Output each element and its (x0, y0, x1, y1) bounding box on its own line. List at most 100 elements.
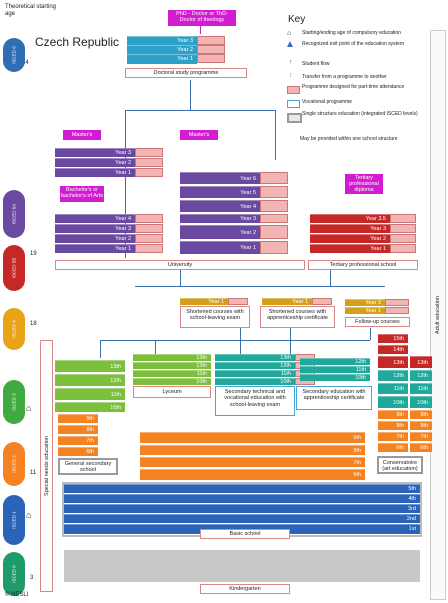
long-year-4: Year 4 (180, 200, 260, 212)
cons-right-8: 8th (410, 421, 432, 430)
doctoral-label: Doctoral study programme (125, 68, 247, 78)
cons-right-11: 11th (410, 383, 432, 394)
cons-grade-10: 10th (378, 396, 408, 408)
followup-year-1: Year 1 (345, 307, 385, 314)
masters-tab-left: Master's (63, 130, 101, 140)
long-year-2: Year 2 (180, 225, 260, 239)
apprenticeship-label: Secondary education with apprenticeship … (296, 386, 372, 410)
tertiary-year-3: Year 3 (310, 224, 390, 233)
cons-right-13: 13th (410, 356, 432, 368)
general-grade-13: 13th (55, 360, 125, 372)
key-item-school-structure: May be provided within one school struct… (300, 136, 398, 142)
adult-education-label: Adult education (435, 296, 441, 334)
main-grade-7: 7th (140, 457, 365, 467)
key-item-transfer: Transfer from a programme to another (302, 74, 387, 80)
cons-right-10: 10th (410, 396, 432, 408)
part-time-swatch (287, 86, 300, 94)
cons-grade-6: 6th (378, 443, 408, 452)
bachelor-year-4: Year 4 (55, 214, 135, 223)
tech-grade-11: 11th (215, 370, 295, 377)
tertiary-year-2: Year 2 (310, 234, 390, 243)
masters-year-2: Year 2 (55, 158, 135, 167)
doctoral-year-1: Year 1 (127, 54, 197, 63)
country-title: Czech Republic (35, 35, 120, 49)
cons-grade-11: 11th (378, 383, 408, 394)
primary-grade-3: 3rd (64, 504, 420, 513)
shortened-1-year-1: Year 1 (180, 298, 228, 305)
cons-grade-9: 9th (378, 410, 408, 419)
shortened-2-year-1: Year 1 (262, 298, 312, 305)
general-grade-11: 11th (55, 388, 125, 400)
long-year-6: Year 6 (180, 172, 260, 184)
doctoral-degree-tab: PhD - Doctor or ThD-Doctor of theology (168, 10, 236, 26)
long-year-5: Year 5 (180, 186, 260, 198)
age-18: 18 (30, 321, 37, 327)
isced-5a-badge: ISCED 5A (3, 190, 25, 238)
tertiary-year-3-5: Year 3.5 (310, 214, 390, 223)
vocational-swatch (287, 100, 300, 108)
cons-grade-7: 7th (378, 432, 408, 441)
tech-grade-10: 10th (215, 378, 295, 385)
age-24: 24 (22, 60, 29, 66)
single-structure-swatch (287, 113, 302, 123)
general-grade-12: 12th (55, 374, 125, 386)
key-item-single: Single structure education (integrated I… (302, 111, 418, 117)
isced-6-badge: ISCED 6 (3, 38, 25, 72)
cons-right-6: 6th (410, 443, 432, 452)
lyceum-grade-12: 12th (133, 362, 211, 369)
doctoral-year-2: Year 2 (127, 45, 197, 54)
main-grade-9: 9th (140, 432, 365, 443)
isced-1-badge: ISCED 1 (3, 495, 25, 545)
compulsory-start-icon: ⌂ (26, 510, 32, 520)
left-grade-8: 8th (58, 425, 98, 434)
appr-grade-12: 12th (300, 358, 370, 365)
cons-grade-15: 15th (378, 334, 408, 343)
student-flow-icon: ↑ (289, 59, 293, 66)
age-11: 11 (30, 470, 37, 476)
cons-grade-8: 8th (378, 421, 408, 430)
kindergarten-label: Kindergarten (200, 584, 290, 594)
general-secondary-label: General secondary school (58, 458, 118, 475)
appr-grade-10: 10th (300, 374, 370, 381)
kindergarten-block (64, 550, 420, 582)
technical-label: Secondary technical and vocational educa… (215, 386, 295, 416)
primary-grade-2: 2nd (64, 514, 420, 523)
compulsory-age-icon: ⌂ (287, 30, 292, 37)
masters-year-1: Year 1 (55, 168, 135, 177)
left-grade-9: 9th (58, 414, 98, 423)
isced-2-badge: ISCED 2 (3, 442, 25, 486)
primary-grade-4: 4th (64, 494, 420, 503)
followup-courses-label: Follow-up courses (345, 317, 410, 327)
tech-grade-13: 13th (215, 354, 295, 361)
key-item-compulsory: Starting/ending age of compulsory educat… (302, 30, 401, 36)
isced-3-badge: ISCED 3 (3, 380, 25, 424)
special-needs-panel: Special needs education (40, 340, 53, 592)
key-item-flow: Student flow (302, 61, 330, 67)
cons-grade-12: 12th (378, 370, 408, 381)
masters-year-3: Year 3 (55, 148, 135, 157)
key-item-part-time: Programme designed for part-time attenda… (302, 84, 405, 90)
general-grade-10: 10th (55, 402, 125, 412)
left-grade-7: 7th (58, 436, 98, 445)
exit-point-icon (287, 41, 293, 47)
bachelor-tab: Bachelor's or bachelor's of Arts (60, 186, 104, 202)
tertiary-year-1: Year 1 (310, 244, 390, 253)
key-title: Key (288, 14, 306, 25)
tech-grade-12: 12th (215, 362, 295, 369)
cons-grade-13: 13th (378, 356, 408, 368)
bachelor-year-3: Year 3 (55, 224, 135, 233)
primary-grade-5: 5th (64, 484, 420, 493)
lyceum-grade-10: 10th (133, 378, 211, 385)
cons-right-7: 7th (410, 432, 432, 441)
adult-education-panel: Adult education (430, 30, 446, 600)
left-grade-6: 6th (58, 447, 98, 456)
basic-school-label: Basic school (200, 529, 290, 539)
isced-4-badge: ISCED 4 (3, 308, 25, 350)
followup-year-2: Year 2 (345, 299, 385, 306)
key-item-vocational: Vocational programme (302, 99, 353, 105)
long-year-1: Year 1 (180, 241, 260, 254)
theoretical-age-label: Theoretical starting age (5, 4, 57, 17)
age-3: 3 (30, 575, 34, 581)
age-19: 19 (30, 251, 37, 257)
cons-right-9: 9th (410, 410, 432, 419)
